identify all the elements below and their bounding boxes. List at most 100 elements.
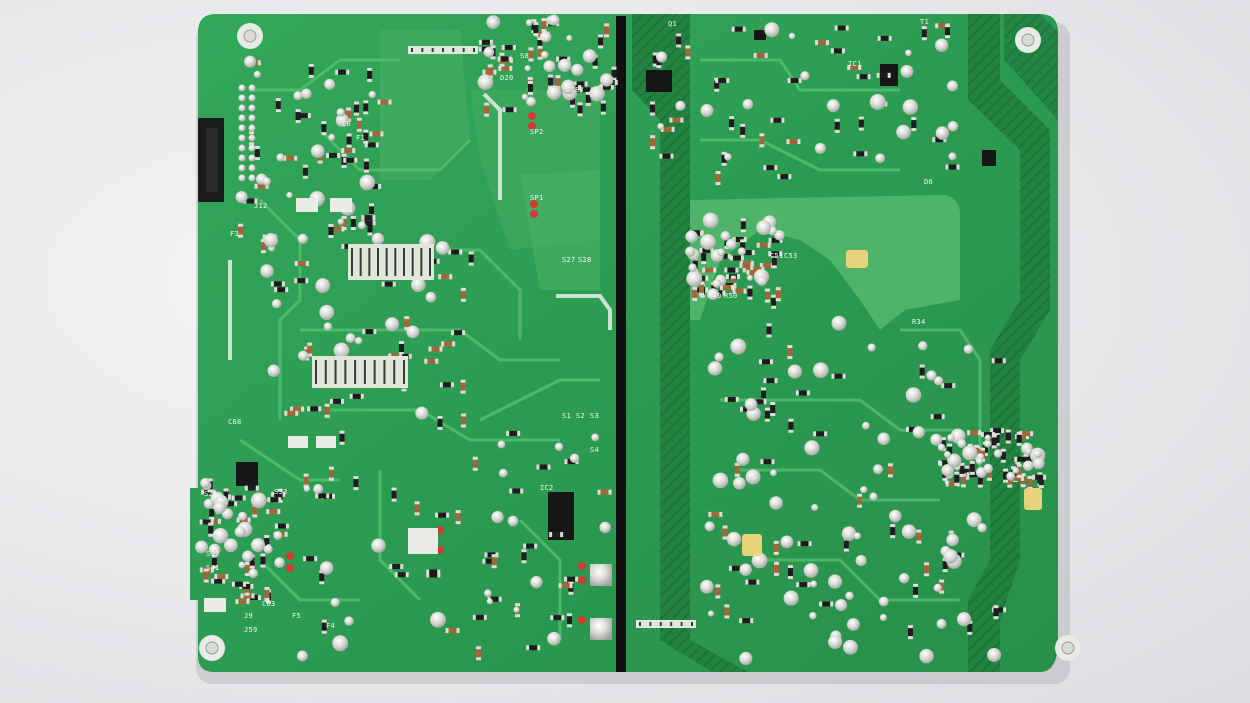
smd-part xyxy=(740,218,746,233)
solder-joint xyxy=(751,552,768,569)
smd-part xyxy=(724,396,739,402)
solder-joint xyxy=(905,387,922,403)
solder-joint xyxy=(977,523,987,533)
solder-joint xyxy=(736,452,750,466)
solder-joint xyxy=(756,275,768,287)
silk-label: D20 xyxy=(500,74,514,82)
solder-joint xyxy=(947,80,958,92)
solder-joint xyxy=(875,153,885,164)
smd-part xyxy=(796,582,811,588)
smd-part xyxy=(758,359,773,365)
smd-part xyxy=(745,579,760,585)
smd-part xyxy=(721,151,727,166)
solder-joint xyxy=(702,212,719,229)
solder-joint xyxy=(313,483,324,495)
solder-joint xyxy=(957,439,967,448)
solder-joint xyxy=(297,233,308,245)
smd-part xyxy=(787,345,793,360)
smd-part xyxy=(1000,448,1006,463)
smd-part xyxy=(550,615,565,621)
solder-joint xyxy=(558,58,572,72)
solder-joint xyxy=(1012,466,1019,474)
smd-part xyxy=(426,572,441,578)
smd-part xyxy=(1014,434,1029,440)
solder-joint xyxy=(195,540,209,554)
solder-joint xyxy=(956,612,972,627)
solder-joint xyxy=(737,247,746,256)
solder-joint xyxy=(319,304,335,320)
solder-joint xyxy=(811,503,819,511)
solder-joint xyxy=(707,288,719,301)
solder-joint xyxy=(814,142,826,154)
smd-part xyxy=(478,39,493,45)
silk-label: S24 xyxy=(204,490,218,498)
smd-part xyxy=(1016,431,1022,446)
smd-part xyxy=(724,604,730,619)
smd-part xyxy=(364,142,379,148)
smd-part xyxy=(283,155,298,161)
solder-joint xyxy=(745,469,761,485)
solder-joint xyxy=(987,647,1002,662)
solder-joint xyxy=(905,49,912,57)
solder-joint xyxy=(599,521,611,534)
solder-joint xyxy=(600,73,614,87)
smd-part xyxy=(445,628,460,634)
solder-joint xyxy=(918,341,928,351)
solder-joint xyxy=(337,218,344,225)
solder-joint xyxy=(944,451,951,459)
smd-part xyxy=(834,118,840,133)
solder-joint xyxy=(242,550,254,562)
solder-joint xyxy=(330,597,340,607)
silk-label: R49 xyxy=(708,292,722,300)
silk-label: S28 xyxy=(578,256,592,264)
smd-part xyxy=(361,215,376,221)
smd-part xyxy=(764,288,770,303)
solder-joint xyxy=(430,611,446,628)
smd-part xyxy=(732,288,747,294)
solder-joint xyxy=(712,279,722,288)
smd-part xyxy=(537,45,543,60)
smd-part xyxy=(702,267,717,273)
smd-part xyxy=(604,23,610,38)
smd-components xyxy=(199,18,1047,661)
smd-part xyxy=(302,164,308,179)
solder-joint xyxy=(946,533,959,547)
solder-joint xyxy=(507,515,519,527)
solder-joint xyxy=(371,538,386,553)
smd-part xyxy=(476,646,482,661)
smd-part xyxy=(335,69,350,75)
solder-joint xyxy=(274,557,285,568)
smd-part xyxy=(208,522,214,537)
solder-joint xyxy=(411,277,426,293)
solder-joint xyxy=(774,230,785,241)
silk-label: C68 xyxy=(228,418,242,426)
smd-part xyxy=(509,488,524,494)
smd-part xyxy=(763,165,778,171)
solder-joint xyxy=(566,35,573,42)
smd-part xyxy=(264,586,270,601)
smd-part xyxy=(303,556,318,562)
smd-part xyxy=(731,26,746,32)
solder-joint xyxy=(554,442,564,451)
smd-part xyxy=(669,117,684,123)
solder-joint xyxy=(933,583,942,593)
solder-joint xyxy=(726,531,742,547)
smd-part xyxy=(274,287,289,293)
solder-joint xyxy=(739,651,753,666)
solder-joint xyxy=(739,563,752,576)
solder-joint xyxy=(873,464,884,475)
solder-joint xyxy=(700,579,714,594)
silk-label: S4 xyxy=(590,446,599,454)
solder-joint xyxy=(714,352,724,362)
silk-label: C53 xyxy=(784,252,798,260)
solder-joint xyxy=(251,538,266,553)
solder-joint xyxy=(298,350,309,361)
smd-part xyxy=(353,476,359,491)
smd-part xyxy=(533,22,539,37)
solder-joint xyxy=(962,445,978,461)
smd-part xyxy=(740,123,746,138)
silk-label: J12 xyxy=(254,202,268,210)
solder-joint xyxy=(238,561,246,569)
smd-part xyxy=(528,47,534,62)
smd-part xyxy=(231,581,246,587)
